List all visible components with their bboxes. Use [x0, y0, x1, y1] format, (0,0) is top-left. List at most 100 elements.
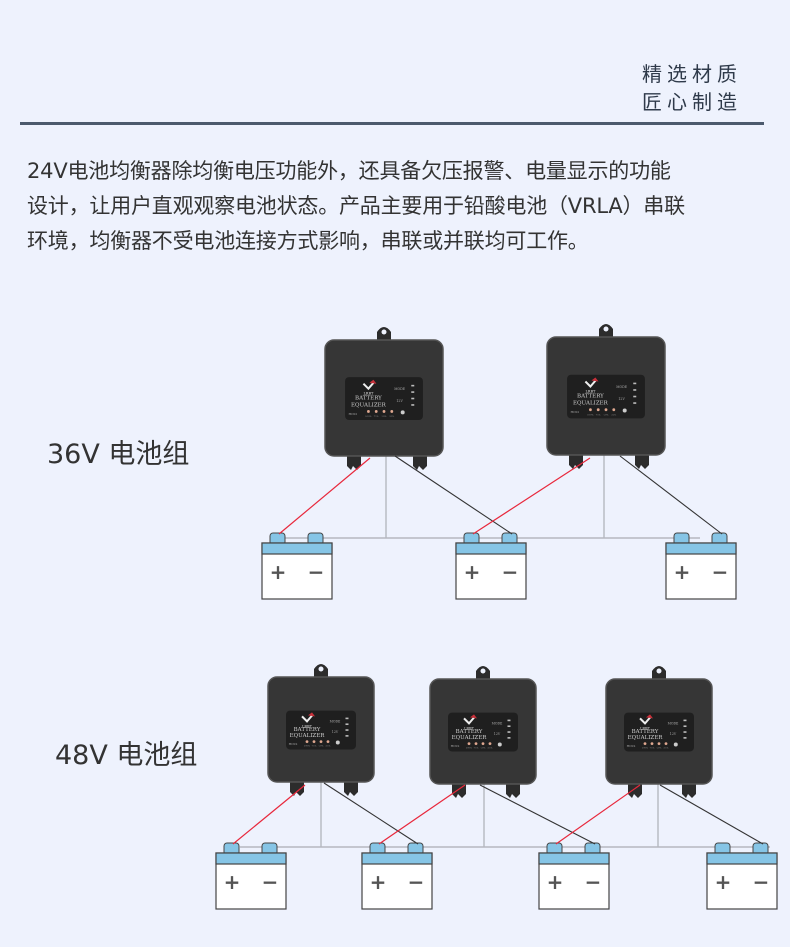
plus-icon: +	[674, 560, 691, 584]
mount-foot	[290, 780, 304, 796]
capacity-led-label: 50%	[657, 747, 662, 750]
brand-logo-accent	[470, 714, 478, 719]
brand-logo-icon	[463, 715, 476, 725]
capacity-led-label: 75%	[596, 413, 601, 416]
brand-logo-icon	[362, 381, 376, 391]
minus-icon: −	[502, 560, 519, 584]
model-label: HC02	[627, 744, 636, 748]
minus-icon: −	[308, 560, 325, 584]
faceplate: LRBTBATTERYEQUALIZERMODE12VHC02100%75%50…	[345, 377, 423, 421]
mode-label: MODE	[492, 721, 503, 725]
battery-cap	[455, 542, 527, 555]
brand-logo-icon	[301, 713, 314, 723]
mount-hole	[381, 329, 387, 335]
brand-name: LRBT	[363, 392, 374, 396]
model-label: HC02	[451, 744, 460, 748]
mode-indicator	[683, 737, 687, 739]
minus-icon: −	[262, 870, 279, 894]
brand-logo-icon	[639, 715, 652, 725]
capacity-led	[467, 742, 471, 746]
capacity-led	[319, 740, 323, 744]
capacity-led	[604, 408, 608, 412]
device-title-line-1: BATTERY	[577, 393, 604, 399]
brand-logo-accent	[646, 714, 654, 719]
brand-logo-accent	[369, 379, 377, 384]
mode-indicator	[507, 725, 511, 728]
device-title-line-2: EQUALIZER	[290, 733, 326, 739]
tagline-line-2: 匠心制造	[642, 90, 742, 114]
capacity-led-label: 100%	[304, 745, 310, 748]
battery-48v-1: +−	[215, 842, 287, 910]
model-label: HC02	[348, 412, 357, 416]
model-label: HC02	[570, 410, 579, 414]
battery-cap	[538, 852, 610, 865]
brand-logo-accent	[591, 377, 599, 382]
brand-name: LRBT	[640, 726, 651, 730]
mount-hole	[318, 666, 324, 672]
intro-line: 24V电池均衡器除均衡电压功能外，还具备欠压报警、电量显示的功能	[27, 159, 671, 183]
device-title-line-1: BATTERY	[355, 395, 382, 401]
mount-hole	[480, 668, 486, 674]
device-title-line-1: BATTERY	[294, 727, 321, 733]
capacity-led	[481, 742, 485, 746]
mount-foot	[344, 780, 358, 796]
mode-indicator	[411, 397, 415, 400]
positive-wire	[378, 784, 466, 845]
equalizer-36v-1: LRBTBATTERYEQUALIZERMODE12VHC02100%75%50…	[324, 327, 444, 470]
positive-wire	[555, 784, 641, 845]
capacity-led	[664, 742, 668, 746]
battery-cap	[361, 852, 433, 865]
mode-indicator	[683, 725, 687, 728]
battery-36v-1: +−	[261, 532, 333, 600]
mount-foot	[347, 454, 361, 470]
mode-indicator	[633, 395, 637, 398]
faceplate-panel	[448, 712, 518, 752]
negative-wire	[323, 782, 419, 845]
device-title-line-2: EQUALIZER	[573, 400, 609, 406]
buzzer-icon	[335, 740, 340, 745]
device-title-line-2: EQUALIZER	[351, 402, 387, 408]
faceplate: LRBTBATTERYEQUALIZERMODE12VHC02100%75%50…	[448, 712, 518, 752]
mode-indicator	[411, 404, 415, 406]
mount-foot	[682, 782, 696, 798]
mode-indicator	[683, 731, 687, 733]
plus-icon: +	[547, 870, 564, 894]
mode-indicator	[633, 402, 637, 404]
device-title-line-2: EQUALIZER	[452, 735, 488, 741]
capacity-led-label: 75%	[474, 747, 479, 750]
mount-foot	[413, 454, 427, 470]
tagline-line-1: 精选材质	[642, 62, 742, 86]
negative-wire	[394, 455, 513, 535]
brand-logo-icon	[584, 378, 598, 388]
capacity-led-label: 75%	[650, 747, 655, 750]
capacity-led-label: 50%	[319, 745, 324, 748]
device-title-line-1: BATTERY	[632, 729, 659, 735]
buzzer-icon	[400, 410, 405, 415]
capacity-led	[367, 410, 370, 413]
group-label-48v: 48V 电池组	[55, 740, 198, 771]
faceplate-panel	[345, 377, 423, 421]
mode-indicator	[507, 719, 511, 722]
capacity-led-label: 25%	[488, 747, 493, 750]
brand-logo-accent	[308, 712, 316, 717]
faceplate: LRBTBATTERYEQUALIZERMODE12VHC02100%75%50…	[567, 374, 645, 419]
capacity-led	[612, 408, 616, 412]
capacity-led	[488, 742, 492, 746]
capacity-led	[589, 408, 592, 412]
header-divider	[20, 122, 764, 125]
mode-label: MODE	[616, 385, 627, 389]
model-label: HC02	[289, 742, 298, 746]
minus-icon: −	[712, 560, 729, 584]
capacity-led-label: 25%	[664, 747, 669, 750]
equalizer-48v-3: LRBTBATTERYEQUALIZERMODE12VHC02100%75%50…	[605, 666, 713, 798]
capacity-led	[312, 740, 316, 744]
capacity-led-label: 75%	[312, 745, 317, 748]
voltage-label: 12V	[494, 732, 501, 736]
capacity-led	[474, 742, 478, 746]
capacity-led-label: 25%	[389, 415, 394, 418]
positive-wire	[472, 457, 591, 535]
mode-indicator	[633, 382, 637, 385]
capacity-led	[596, 408, 600, 412]
equalizer-48v-1: LRBTBATTERYEQUALIZERMODE12VHC02100%75%50…	[267, 664, 375, 796]
